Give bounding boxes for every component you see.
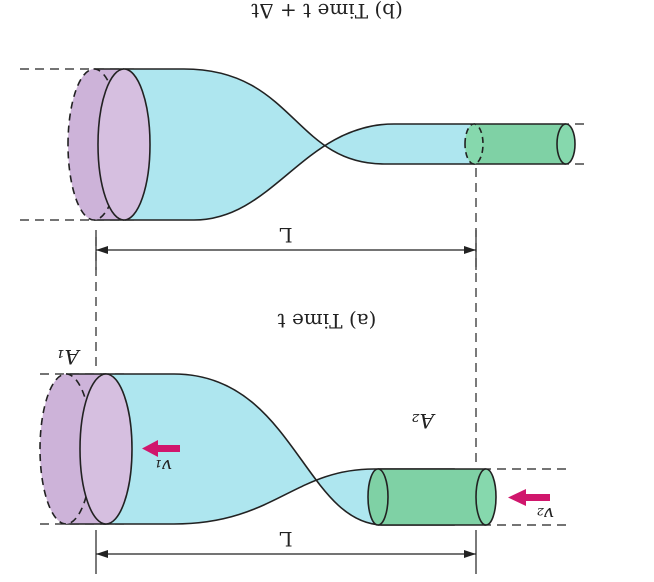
arrow-v2 [508,489,550,506]
arrow-v1 [142,440,180,457]
slug-2-end [367,468,389,526]
area-1-label: A₁ [57,345,81,369]
slug-1-front [79,373,133,525]
panel-a-caption: (a) Time t [278,309,377,333]
velocity-1-label: v₁ [155,455,172,476]
length-label-a: L [279,527,292,551]
flipped-figure: L L A₂ A₁ v₂ v₁ (a) Time t (b) Time t + … [14,0,584,574]
area-2-label: A₂ [412,409,436,433]
slug-1-back [39,373,93,525]
panel-b-caption: (b) Time t + Δt [251,0,403,23]
length-label-b: L [279,223,292,247]
pipe-body [103,373,455,526]
slug-2 [378,469,486,525]
panel-b [14,68,584,270]
panel-a [34,160,566,574]
pipe-body [123,68,475,221]
slug-2 [474,124,566,164]
velocity-2-label: v₂ [537,503,554,524]
